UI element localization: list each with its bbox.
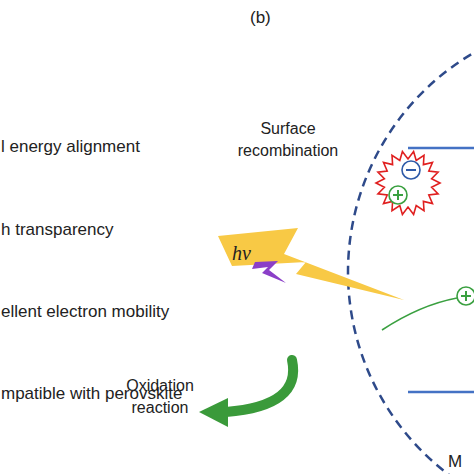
process-label: Surface recombination: [228, 118, 348, 162]
hole-sign: [465, 291, 467, 301]
hole-symbol: [389, 186, 407, 204]
panel-label: (b): [250, 8, 290, 28]
photon-label: hν: [232, 241, 272, 265]
photon-bolt: [252, 261, 286, 283]
material-label: M: [448, 452, 472, 472]
list-item: l energy alignment: [1, 137, 221, 157]
hole-sign: [397, 190, 399, 200]
electron-sign: [406, 169, 416, 171]
oxidation-arrow-head: [199, 398, 228, 427]
list-item: h transparency: [1, 220, 221, 240]
particle-outline: [348, 18, 474, 474]
oxidation-arrow: [226, 360, 293, 412]
list-item: mpatible with perovskite: [1, 384, 231, 404]
hole-symbol: [457, 287, 474, 305]
process-label: Oxidation reaction: [110, 375, 210, 419]
light-bolt: [218, 228, 404, 300]
electron-symbol: [402, 161, 420, 179]
list-item: ellent electron mobility: [1, 302, 231, 322]
conduction-band: [408, 147, 474, 150]
hole-path: [382, 298, 457, 330]
valence-band: [408, 391, 474, 394]
recombination-burst: [376, 152, 440, 215]
